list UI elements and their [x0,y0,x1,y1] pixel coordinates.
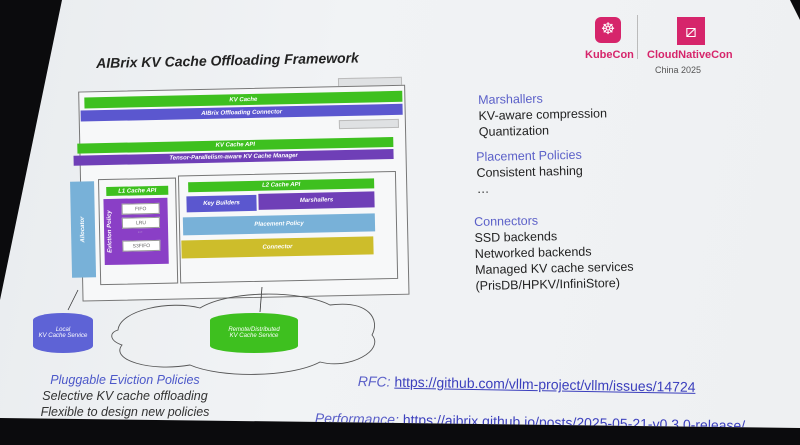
list-item: (PrisDB/HPKV/InfiniStore) [475,275,621,293]
kubernetes-icon: ☸ [595,17,621,43]
list-item: Consistent hashing [476,163,583,180]
arrow-to-local [67,289,79,311]
notes-line: Selective KV cache offloading [42,389,208,403]
cloud-shape [111,293,375,375]
local-label: KV Cache Service [38,333,88,339]
notes-heading: Pluggable Eviction Policies [50,373,200,387]
logo-divider [637,15,638,59]
placement-section: Placement Policies Consistent hashing … [476,147,583,197]
connectors-section: Connectors SSD backends Networked backen… [474,211,634,294]
performance-label: Performance: [314,410,400,428]
kubecon-label: KubeCon [585,49,634,61]
arrow-to-remote [259,286,263,313]
marshallers-section: Marshallers KV-aware compression Quantiz… [478,89,608,140]
notes-line: Flexible to design new policies [40,405,210,419]
eviction-notes: Pluggable Eviction Policies Selective KV… [40,372,210,420]
list-item: KV-aware compression [478,106,608,123]
local-kv-cache-service: Local KV Cache Service [33,313,93,353]
local-label: Local [55,327,71,333]
list-item: … [476,181,490,196]
cloudnativecon-icon: ⧄ [677,17,705,45]
list-item: Quantization [478,123,550,139]
remote-label: KV Cache Service [229,333,279,339]
remote-label: Remote/Distributed [228,327,280,333]
kubecon-logo: ☸ KubeCon ⧄ CloudNativeCon China 2025 [585,15,785,77]
event-label: China 2025 [655,65,702,75]
remote-kv-cache-service: Remote/Distributed KV Cache Service [210,313,298,353]
cloudnativecon-label: CloudNativeCon [647,49,733,61]
rfc-label: RFC: [357,373,391,390]
